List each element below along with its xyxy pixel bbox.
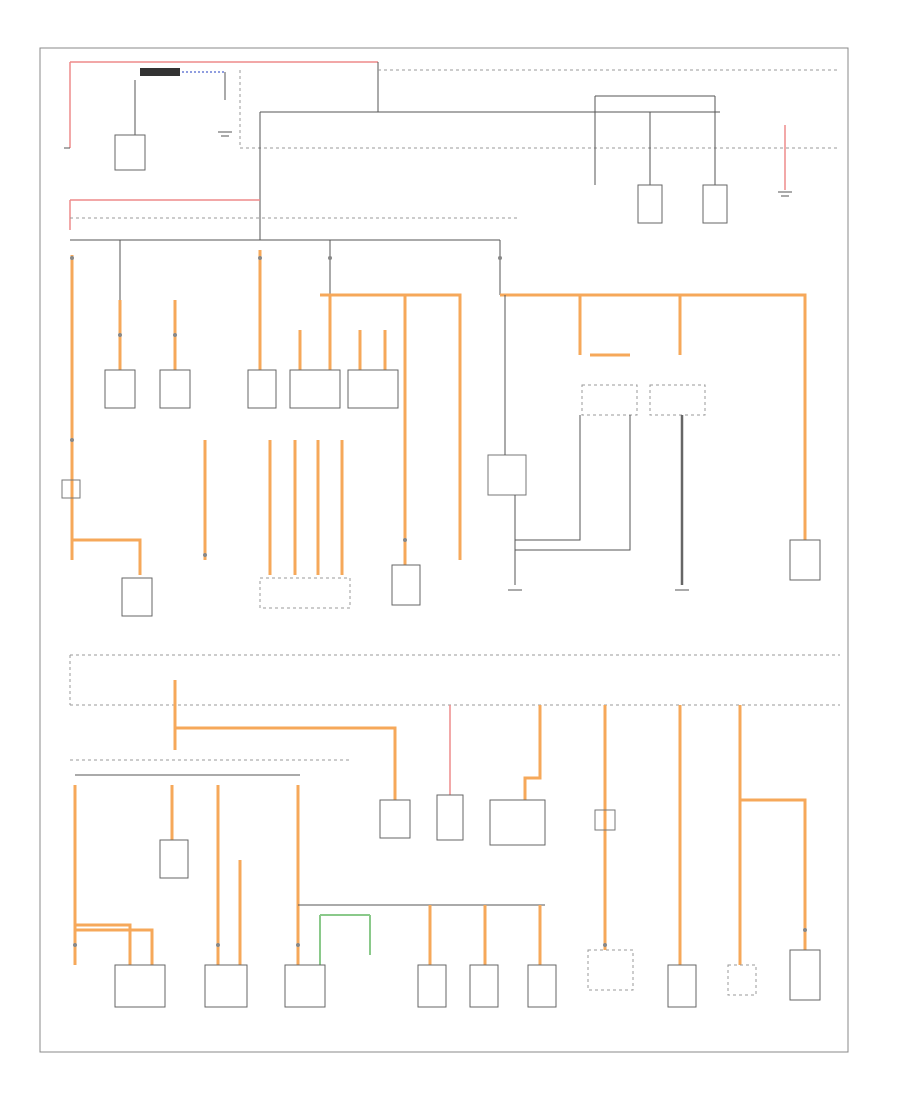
ground-icon (778, 191, 792, 197)
relay-icon (487, 454, 527, 496)
upper-components (61, 295, 821, 617)
component-box (702, 184, 728, 224)
switch-icon (61, 479, 81, 499)
fuse-icon (594, 809, 616, 831)
lower-components (114, 794, 821, 1008)
underhood-fuse-block-top (594, 95, 792, 224)
orange-wiring-lower (73, 785, 545, 965)
connector-icon (70, 256, 807, 947)
ground-icon (218, 131, 232, 137)
battery-section (64, 61, 840, 240)
battery-icon (140, 68, 180, 76)
underhood-fuse-block-lower (69, 654, 840, 965)
starter-box (114, 134, 146, 171)
diagram-border (39, 47, 849, 1053)
orange-wiring-upper (70, 250, 807, 575)
component-box (637, 184, 663, 224)
